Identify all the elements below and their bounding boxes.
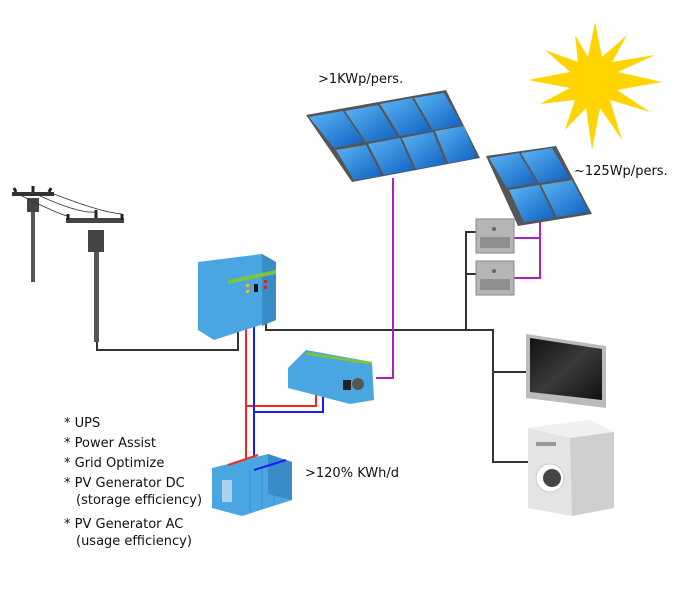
feature-item: * PV Generator DC — [64, 476, 185, 491]
pv-wire-small-array — [514, 217, 541, 279]
feature-item: * UPS — [64, 416, 101, 431]
washing-machine-icon — [528, 420, 614, 516]
battery-bank — [212, 454, 292, 516]
dc-negative-inverter-wire — [254, 394, 324, 413]
dc-positive-wire — [233, 326, 247, 467]
charge-controller — [288, 350, 374, 404]
utility-pole-icon — [17, 193, 124, 342]
large-array-label: >1KWp/pers. — [318, 72, 404, 87]
inverter-charger — [198, 254, 276, 340]
pv-wire-large-array — [376, 178, 394, 379]
feature-item: * PV Generator AC — [64, 517, 184, 532]
dc-positive-inverter-wire — [246, 392, 317, 407]
ac-output-wire — [265, 320, 528, 463]
grid-wire — [96, 330, 239, 351]
micro-inverter — [475, 260, 515, 296]
feature-list: * UPS * Power Assist * Grid Optimize * P… — [64, 414, 202, 552]
small-solar-array — [486, 146, 592, 226]
large-solar-array — [306, 90, 480, 182]
feature-item: * Grid Optimize — [64, 456, 165, 471]
microinverter-ac-wire — [465, 231, 476, 330]
micro-inverter — [475, 218, 515, 254]
sun-icon — [528, 22, 662, 150]
feature-item: * Power Assist — [64, 436, 156, 451]
small-array-label: ~125Wp/pers. — [574, 164, 668, 179]
battery-label: >120% KWh/d — [305, 466, 399, 481]
feature-item-note: (usage efficiency) — [76, 534, 192, 549]
television-icon — [526, 334, 606, 408]
feature-item-note: (storage efficiency) — [76, 493, 203, 508]
utility-pole-icon — [12, 186, 54, 282]
